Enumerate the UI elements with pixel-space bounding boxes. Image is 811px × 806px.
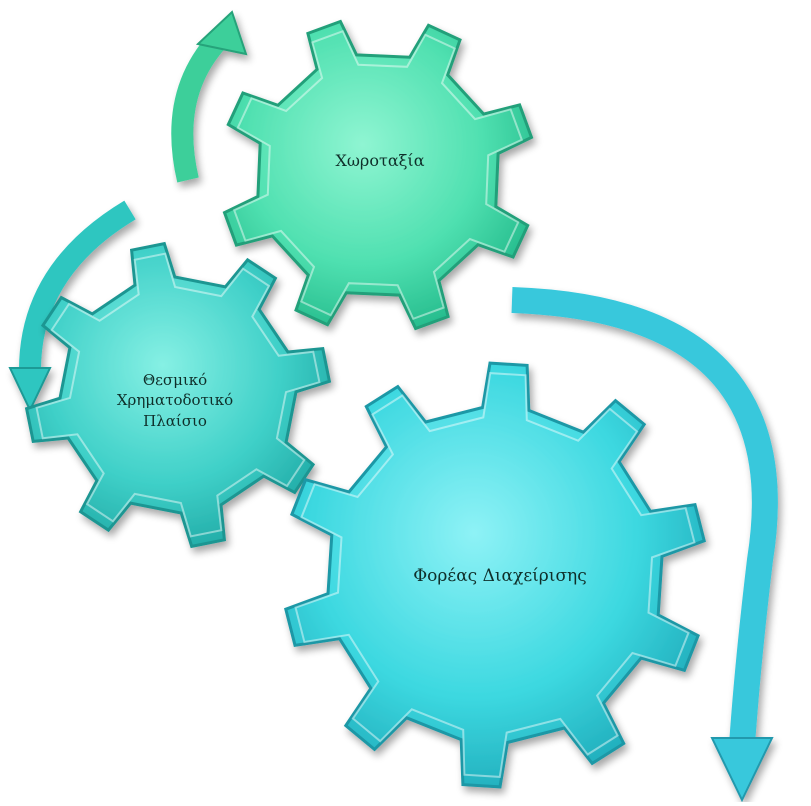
gear-bevel: [294, 372, 696, 778]
label-institutional-framework: Θεσμικό Χρηματοδοτικό Πλαίσιο: [95, 370, 255, 431]
label-line: Χρηματοδοτικό: [116, 391, 234, 410]
gear-institutional-framework: [24, 241, 332, 549]
label-line: Πλαίσιο: [143, 411, 207, 430]
label-spatial-planning: Χωροταξία: [300, 150, 460, 172]
gear-spatial-planning: [222, 19, 534, 331]
label-line: Θεσμικό: [142, 371, 208, 389]
gear-bevel: [35, 252, 321, 538]
gear-body: [284, 361, 706, 789]
cycle-arrow-up: [171, 10, 248, 183]
gear-bevel: [232, 29, 524, 321]
cycle-arrow-down: [8, 200, 136, 413]
label-line: Φορέας Διαχείρισης: [413, 566, 587, 586]
label-line: Χωροταξία: [335, 151, 425, 170]
cycle-arrow-down: [511, 287, 778, 803]
gear-management-body: [284, 361, 706, 789]
label-management-body: Φορέας Διαχείρισης: [400, 565, 600, 588]
